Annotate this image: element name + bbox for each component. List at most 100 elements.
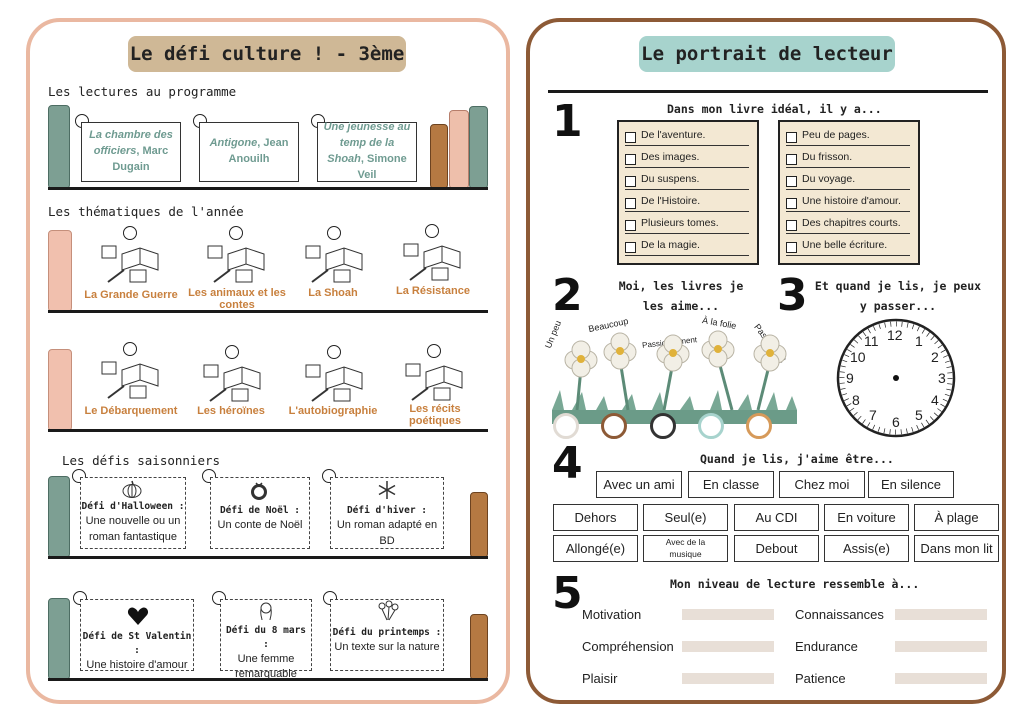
place-option[interactable]: Assis(e): [824, 535, 909, 562]
place-option[interactable]: Allongé(e): [553, 535, 638, 562]
checkbox-theme-2[interactable]: [229, 226, 243, 240]
checkbox[interactable]: [786, 198, 797, 209]
clock-number: 8: [852, 392, 860, 408]
checkbox-theme-7[interactable]: [327, 345, 341, 359]
theme-label: La Shoah: [308, 287, 358, 299]
rating-circle-1[interactable]: [553, 413, 579, 439]
checklist-item[interactable]: De la magie.: [625, 238, 749, 256]
checklist-item[interactable]: Des chapitres courts.: [786, 216, 910, 234]
rating-circle-3[interactable]: [650, 413, 676, 439]
level-bar[interactable]: [895, 609, 987, 620]
checklist-item[interactable]: Une belle écriture.: [786, 238, 910, 256]
clock-number: 9: [846, 370, 854, 386]
lectures-heading: Les lectures au programme: [48, 84, 237, 99]
checkbox-theme-8[interactable]: [427, 344, 441, 358]
level-label: Motivation: [582, 607, 642, 622]
woman-icon: [258, 601, 274, 626]
checkbox[interactable]: [786, 220, 797, 231]
checklist-item[interactable]: Plusieurs tomes.: [625, 216, 749, 234]
checkbox-theme-1[interactable]: [123, 226, 137, 240]
clock-number: 3: [938, 370, 946, 386]
checkbox[interactable]: [786, 132, 797, 143]
book-author: , Jean Anouilh: [228, 137, 289, 165]
place-option[interactable]: Chez moi: [779, 471, 865, 498]
section-number-3: 3: [777, 270, 808, 321]
checklist-right: Peu de pages. Du frisson. Du voyage. Une…: [778, 120, 920, 265]
checkbox-theme-4[interactable]: [425, 224, 439, 238]
level-bar[interactable]: [682, 609, 774, 620]
defi-title: Défi du printemps :: [332, 627, 442, 638]
checkbox[interactable]: [786, 154, 797, 165]
place-option[interactable]: À plage: [914, 504, 999, 531]
checkbox[interactable]: [625, 176, 636, 187]
checklist-item[interactable]: Peu de pages.: [786, 128, 910, 146]
checklist-label: Du voyage.: [802, 173, 856, 185]
clock-number: 6: [892, 414, 900, 430]
place-option[interactable]: En classe: [688, 471, 774, 498]
theme-label: Les récits poétiques: [409, 403, 461, 427]
place-option[interactable]: Seul(e): [643, 504, 728, 531]
book-spine-right-2: [449, 110, 469, 189]
s2-heading: Moi, les livres je les aime...: [618, 279, 744, 314]
checklist-item[interactable]: Du suspens.: [625, 172, 749, 190]
checkbox[interactable]: [786, 242, 797, 253]
reading-doodle-icon: [202, 359, 264, 410]
checklist-label: Peu de pages.: [802, 129, 870, 141]
place-option[interactable]: Dehors: [553, 504, 638, 531]
defi-title: Défi d'Halloween :: [81, 501, 185, 512]
checkbox-theme-5[interactable]: [123, 342, 137, 356]
checklist-label: Du frisson.: [802, 151, 853, 163]
right-title: Le portrait de lecteur: [639, 36, 895, 72]
place-option[interactable]: Au CDI: [734, 504, 819, 531]
place-option[interactable]: Avec de la musique: [643, 535, 728, 562]
book-spine-right-1: [430, 124, 448, 189]
place-option[interactable]: Avec un ami: [596, 471, 682, 498]
level-bar[interactable]: [895, 641, 987, 652]
checklist-label: Une histoire d'amour.: [802, 195, 901, 207]
clock-number: 10: [850, 349, 866, 365]
place-option[interactable]: Dans mon lit: [914, 535, 999, 562]
checklist-label: De la magie.: [641, 239, 700, 251]
level-bar[interactable]: [682, 673, 774, 684]
shelf-line: [48, 429, 488, 432]
checklist-item[interactable]: Du frisson.: [786, 150, 910, 168]
place-option[interactable]: En voiture: [824, 504, 909, 531]
checkbox[interactable]: [625, 198, 636, 209]
checklist-item[interactable]: De l'aventure.: [625, 128, 749, 146]
rating-circle-5[interactable]: [746, 413, 772, 439]
checklist-item[interactable]: Du voyage.: [786, 172, 910, 190]
s5-heading: Mon niveau de lecture ressemble à...: [670, 577, 920, 591]
checklist-item[interactable]: Des images.: [625, 150, 749, 168]
checkbox[interactable]: [625, 132, 636, 143]
defi-text: Un conte de Noël: [217, 518, 303, 531]
level-label: Plaisir: [582, 671, 618, 686]
rating-circle-4[interactable]: [698, 413, 724, 439]
book-card-3: Une jeunesse au temp de la Shoah, Simone…: [317, 121, 417, 182]
defi-card-8mars: Défi du 8 mars : Une femme remarquable: [220, 599, 312, 680]
clock-number: 5: [915, 407, 923, 423]
checklist-item[interactable]: Une histoire d'amour.: [786, 194, 910, 212]
clock-number: 7: [869, 407, 877, 423]
book-card-2: Antigone, Jean Anouilh: [199, 122, 299, 182]
theme-label: Les héroïnes: [197, 405, 265, 417]
rating-circle-2[interactable]: [601, 413, 627, 439]
checkbox[interactable]: [625, 154, 636, 165]
s1-heading: Dans mon livre idéal, il y a...: [667, 102, 882, 116]
place-option[interactable]: En silence: [868, 471, 954, 498]
level-label: Patience: [795, 671, 846, 686]
clock-face[interactable]: 12 1 2 3 4 5 6 7 8 9 10 11: [836, 318, 956, 438]
clock-number: 1: [915, 333, 923, 349]
book-spine-sage-1: [48, 476, 70, 558]
level-bar[interactable]: [682, 641, 774, 652]
level-bar[interactable]: [895, 673, 987, 684]
defi-card-printemps: Défi du printemps : Un texte sur la natu…: [330, 599, 444, 671]
book-author: , Simone Veil: [357, 153, 407, 181]
defi-text: Une femme remarquable: [235, 652, 297, 681]
place-option[interactable]: Debout: [734, 535, 819, 562]
checkbox[interactable]: [625, 242, 636, 253]
checklist-item[interactable]: De l'Histoire.: [625, 194, 749, 212]
checkbox-theme-6[interactable]: [225, 345, 239, 359]
checkbox[interactable]: [625, 220, 636, 231]
checkbox[interactable]: [786, 176, 797, 187]
checkbox-theme-3[interactable]: [327, 226, 341, 240]
